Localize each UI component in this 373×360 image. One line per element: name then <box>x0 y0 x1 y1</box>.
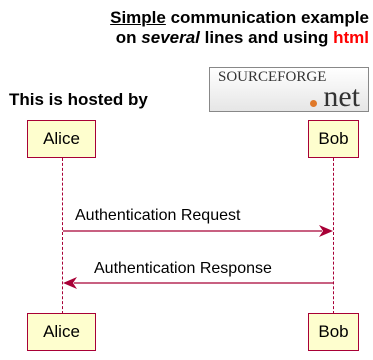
participant-bob-bottom: Bob <box>308 313 359 351</box>
title-line-1-rest: communication example <box>165 8 369 27</box>
logo-top-text: SOURCEFORGE <box>218 69 327 85</box>
title-underlined-word: Simple <box>110 8 166 27</box>
title-italic-word: several <box>141 28 200 47</box>
sourceforge-logo: SOURCEFORGE net <box>209 67 369 112</box>
participant-bob-top: Bob <box>308 120 359 158</box>
participant-alice-bottom: Alice <box>27 313 96 351</box>
arrow-response <box>63 277 333 289</box>
title-line-2-middle: lines and using <box>199 28 334 47</box>
message-label-request: Authentication Request <box>75 207 241 224</box>
diagram-title-line-2: on several lines and using html <box>0 28 373 48</box>
logo-dot <box>310 100 317 107</box>
bob-lifeline <box>333 158 334 314</box>
message-label-response: Authentication Response <box>94 260 272 277</box>
participant-alice-top: Alice <box>27 120 96 158</box>
title-red-word: html <box>333 28 369 47</box>
title-line-2-before: on <box>115 28 142 47</box>
alice-lifeline <box>62 158 63 314</box>
hosted-by-label: This is hosted by <box>9 90 148 109</box>
arrow-request <box>63 225 333 237</box>
diagram-title-line-1: Simple communication example <box>0 8 373 28</box>
logo-bottom-text: net <box>323 80 360 112</box>
